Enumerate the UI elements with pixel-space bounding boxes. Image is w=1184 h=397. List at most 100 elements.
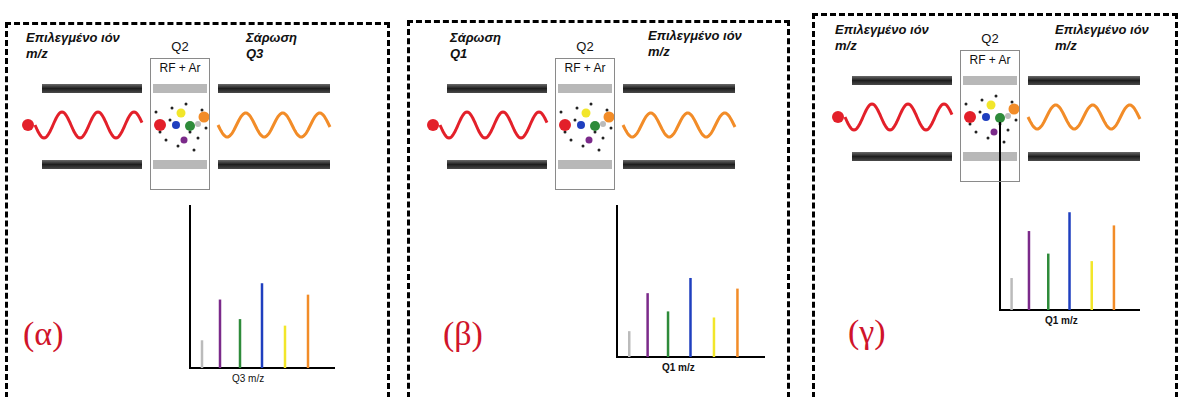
- fragment-ion: [582, 109, 591, 118]
- quadrupole-rod: [963, 152, 1017, 161]
- collision-cell: Q2RF + Ar: [150, 58, 210, 190]
- argon-dot: [201, 109, 204, 112]
- quadrupole-rod: [623, 160, 735, 169]
- argon-dot: [197, 137, 200, 140]
- spectrum-peak: [713, 317, 716, 357]
- argon-dot: [995, 95, 998, 98]
- spectrum-peak: [736, 289, 739, 357]
- argon-dot: [610, 127, 613, 130]
- spectrum-peak: [1068, 212, 1071, 310]
- argon-dot: [185, 103, 188, 106]
- quadrupole-rod: [42, 160, 142, 169]
- quadrupole-rod: [852, 76, 952, 85]
- stage-label: Επιλεγμένο ιόν m/z: [1055, 22, 1155, 55]
- fragment-ion: [987, 101, 996, 110]
- fragment-ion: [982, 113, 990, 121]
- argon-dot: [205, 127, 208, 130]
- fragment-ion: [172, 121, 180, 129]
- fragment-ion: [199, 112, 210, 123]
- stage-label: Σάρωση Q1: [450, 30, 520, 63]
- spectrum-peak: [1113, 225, 1116, 310]
- argon-dot: [590, 103, 593, 106]
- stage-label: Επιλεγμένο ιόν m/z: [26, 30, 126, 63]
- argon-dot: [1011, 101, 1014, 104]
- scan-mode-panel: (γ)Q2RF + Ar: [812, 13, 1178, 397]
- ion-path: [845, 104, 952, 130]
- argon-dot: [560, 111, 563, 114]
- quadrupole-rod: [1028, 152, 1140, 161]
- ion-path: [218, 113, 330, 137]
- fragment-ion: [590, 121, 600, 131]
- fragment-ion: [600, 121, 606, 127]
- argon-dot: [177, 145, 180, 148]
- argon-dot: [171, 107, 174, 110]
- quadrupole-rod: [218, 84, 330, 93]
- axis-label: Q1 m/z: [662, 362, 695, 373]
- spectrum-peak: [1090, 261, 1093, 310]
- spectrum-peak: [239, 319, 242, 368]
- argon-dot: [602, 137, 605, 140]
- axis-label: Q3 m/z: [232, 373, 264, 384]
- argon-dot: [193, 149, 196, 152]
- argon-dot: [582, 145, 585, 148]
- quadrupole-rod: [447, 84, 547, 93]
- spectrum-peak: [284, 326, 287, 368]
- quadrupole-rod: [558, 84, 612, 93]
- quadrupole-name: Q2: [556, 39, 614, 54]
- argon-dot: [987, 137, 990, 140]
- cell-condition: RF + Ar: [556, 61, 614, 75]
- quadrupole-rod: [153, 160, 207, 169]
- spectrum-peak: [1010, 278, 1013, 310]
- ion-dot: [22, 119, 34, 131]
- quadrupole-name: Q2: [961, 31, 1019, 46]
- collision-cell: Q2RF + Ar: [960, 50, 1020, 182]
- quadrupole-rod: [42, 84, 142, 93]
- quadrupole-set: [22, 84, 335, 368]
- fragment-ion: [577, 121, 585, 129]
- fragment-ion: [586, 137, 593, 144]
- spectrum-peak: [646, 293, 649, 357]
- fragment-ion: [195, 121, 201, 127]
- argon-dot: [965, 103, 968, 106]
- spectrum-peak: [261, 283, 264, 368]
- spectrum-peak: [628, 331, 631, 357]
- plot-axes: [1000, 122, 1140, 310]
- stage-label: Επιλεγμένο ιόν m/z: [648, 28, 748, 61]
- axis-label: Q1 m/z: [1045, 315, 1078, 326]
- argon-dot: [981, 99, 984, 102]
- spectrum-peak: [219, 300, 222, 368]
- scan-mode-panel: (α)Q2RF + Ar: [5, 22, 390, 397]
- fragment-ion: [185, 121, 195, 131]
- ion-path: [623, 113, 735, 137]
- ion-path: [35, 112, 142, 138]
- fragment-ion: [181, 137, 188, 144]
- spectrum-peak: [689, 278, 692, 357]
- quadrupole-rod: [153, 84, 207, 93]
- argon-dot: [1003, 141, 1006, 144]
- plot-axes: [617, 205, 765, 357]
- cell-condition: RF + Ar: [961, 53, 1019, 67]
- argon-dot: [570, 139, 573, 142]
- argon-dot: [169, 119, 172, 122]
- ion-path: [1028, 105, 1140, 129]
- fragment-ion: [604, 112, 615, 123]
- argon-dot: [975, 131, 978, 134]
- quadrupole-rod: [1028, 76, 1140, 85]
- quadrupole-set: [832, 76, 1140, 310]
- panel-label: (γ): [848, 313, 886, 351]
- spectrum-peak: [307, 295, 310, 368]
- quadrupole-rod: [852, 152, 952, 161]
- argon-dot: [598, 149, 601, 152]
- fragment-ion: [1005, 113, 1011, 119]
- plot-axes: [190, 205, 335, 368]
- argon-dot: [606, 109, 609, 112]
- argon-dot: [576, 107, 579, 110]
- argon-dot: [574, 119, 577, 122]
- cell-condition: RF + Ar: [151, 61, 209, 75]
- quadrupole-name: Q2: [151, 39, 209, 54]
- fragment-ion: [154, 119, 166, 131]
- fragment-ion: [995, 113, 1005, 123]
- argon-dot: [1007, 129, 1010, 132]
- stage-label: Επιλεγμένο ιόν m/z: [835, 22, 935, 55]
- quadrupole-set: [427, 84, 765, 357]
